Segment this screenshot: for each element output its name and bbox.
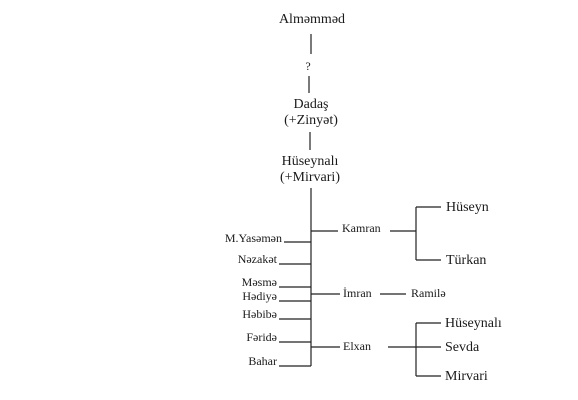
grandchild-label: Hüseynalı	[445, 316, 502, 331]
grandchild-label: Hüseyn	[446, 200, 489, 215]
daughter-label: Nəzakət	[238, 252, 278, 266]
huseynali-label: Hüseynalı	[282, 154, 339, 169]
grandchild-label: Ramilə	[411, 286, 446, 300]
huseynali-spouse-label: (+Mirvari)	[280, 170, 340, 185]
daughter-label: Fəridə	[246, 330, 277, 344]
grandchild-label: Mirvari	[445, 369, 488, 384]
daughter-label: Hədiyə	[242, 289, 277, 303]
daughter-label: M.Yasəmən	[225, 231, 282, 245]
daughter-label: Məsmə	[242, 275, 277, 289]
dadas-spouse-label: (+Zinyət)	[284, 113, 338, 128]
daughter-label: Həbibə	[242, 307, 277, 321]
root-ancestor-label: Alməmməd	[279, 12, 345, 27]
son-kamran-label: Kamran	[342, 221, 381, 235]
unknown-generation-label: ?	[305, 59, 310, 73]
daughter-label: Bahar	[248, 354, 277, 368]
son-imran-label: İmran	[343, 286, 372, 300]
son-elxan-label: Elxan	[343, 339, 371, 353]
grandchild-label: Sevda	[445, 340, 480, 355]
grandchild-label: Türkan	[446, 253, 486, 268]
dadas-label: Dadaş	[294, 97, 329, 112]
